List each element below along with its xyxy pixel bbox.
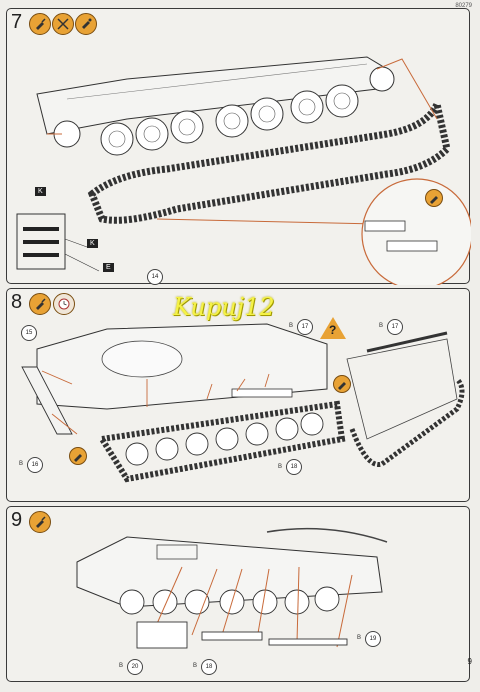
glue-callout-icon	[69, 447, 87, 465]
step-9-panel: 9 B 20 B 18 B 19	[6, 506, 470, 682]
part-ref-16: 16	[27, 457, 43, 473]
part-prefix-b: B	[119, 663, 124, 669]
sprue-letter-k2: K	[87, 239, 98, 248]
sprue-letter-k1: K	[35, 187, 46, 196]
step-7-drawing	[16, 56, 471, 285]
cut-icon	[52, 13, 74, 35]
glue-callout-icon	[333, 375, 351, 393]
wait-clock-icon	[53, 293, 75, 315]
part-ref-18: 18	[201, 659, 217, 675]
part-ref-20: 20	[127, 659, 143, 675]
part-prefix-b: B	[193, 663, 198, 669]
step-8-drawing	[21, 323, 465, 483]
question-icon: ?	[320, 317, 346, 339]
part-ref-17b: 17	[387, 319, 403, 335]
sprue-letter-e: E	[103, 263, 114, 272]
part-ref-15: 15	[21, 325, 37, 341]
glue-icon	[29, 511, 51, 533]
part-ref-18: 18	[286, 459, 302, 475]
step-number: 8	[11, 291, 23, 313]
part-prefix-b: B	[278, 464, 283, 470]
watermark: Kupuj12	[173, 293, 275, 321]
glue-callout-icon	[425, 189, 443, 207]
paint-icon	[75, 13, 97, 35]
step-7-panel: 7	[6, 8, 471, 285]
page-number: 9	[467, 657, 472, 666]
kit-code: 80279	[455, 3, 472, 9]
question-mark: ?	[329, 323, 337, 337]
part-ref-17a: 17	[297, 319, 313, 335]
step-number: 7	[11, 11, 23, 33]
glue-icon	[29, 13, 51, 35]
part-ref-14: 14	[147, 269, 163, 285]
step-9-drawing	[76, 527, 388, 649]
part-ref-19: 19	[365, 631, 381, 647]
step-8-panel: 8	[6, 288, 470, 502]
part-prefix-b: B	[289, 323, 294, 329]
part-prefix-b: B	[19, 461, 24, 467]
glue-icon	[29, 293, 51, 315]
step-number: 9	[11, 509, 23, 531]
part-prefix-b: B	[379, 323, 384, 329]
part-prefix-b: B	[357, 635, 362, 641]
